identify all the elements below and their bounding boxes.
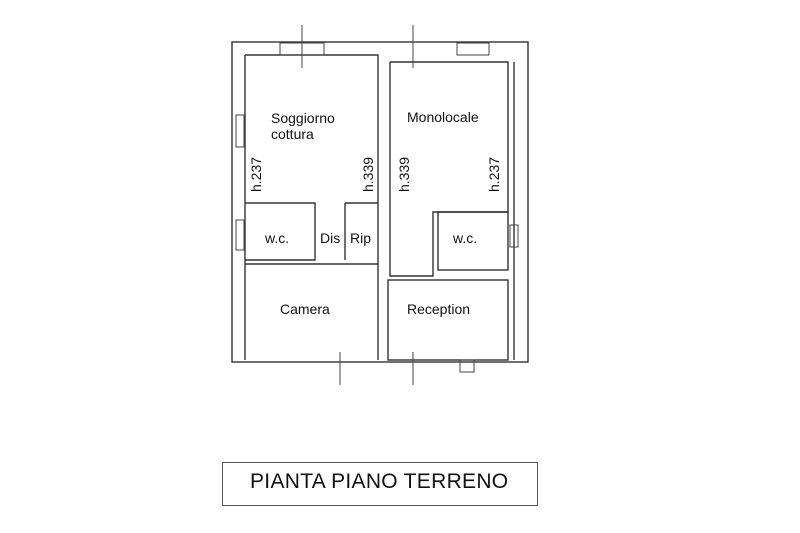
room-label-rip: Rip (350, 230, 371, 246)
room-label-camera: Camera (280, 301, 330, 317)
height-label-soggiorno-left: h.237 (248, 157, 264, 192)
right-wc-wall (437, 211, 509, 271)
height-label-monolocale-right: h.237 (486, 157, 502, 192)
window-right (509, 224, 519, 248)
window-left-2 (235, 219, 245, 251)
section-ticks (301, 25, 414, 385)
window-left-1 (235, 114, 245, 148)
height-label-soggiorno-right: h.339 (360, 157, 376, 192)
window-bottom-right (459, 359, 475, 373)
outer-wall (231, 41, 529, 363)
title-box (222, 462, 538, 506)
wc-dis-rip-walls (245, 202, 378, 265)
room-label-cottura: cottura (271, 126, 314, 142)
room-label-wc-left: w.c. (264, 230, 289, 246)
room-label-reception: Reception (407, 301, 470, 317)
window-top-right (456, 42, 490, 56)
reception-wall (387, 279, 509, 361)
plan-title: PIANTA PIANO TERRENO (250, 470, 509, 493)
room-label-soggiorno: Soggiorno (271, 110, 335, 126)
room-label-wc-right: w.c. (452, 230, 477, 246)
room-label-dis: Dis (320, 230, 340, 246)
room-label-monolocale: Monolocale (407, 109, 479, 125)
height-label-monolocale-left: h.339 (396, 157, 412, 192)
